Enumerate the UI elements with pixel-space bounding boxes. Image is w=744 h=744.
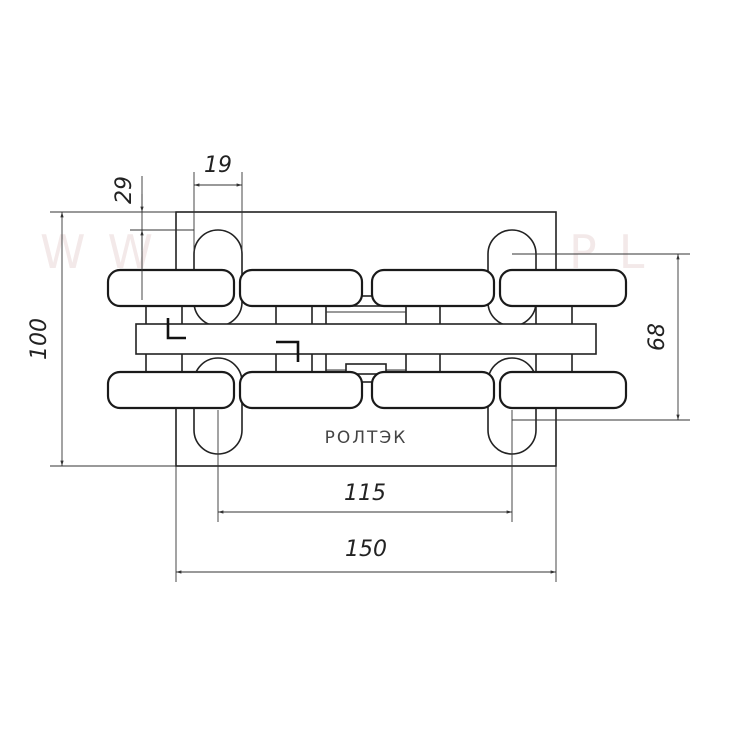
wheel xyxy=(370,268,496,308)
wheels-top-row xyxy=(106,268,628,308)
dimension-plate-height: 100 xyxy=(27,211,176,467)
dimension-hole-spacing-vertical: 68 xyxy=(512,253,690,421)
dimension-label-hole-spacing-horizontal: 115 xyxy=(344,481,386,506)
wheel xyxy=(238,268,364,308)
central-shaft xyxy=(135,323,597,355)
shaft-mark-right xyxy=(276,340,300,362)
shaft-mark-left xyxy=(166,318,186,340)
dimension-label-slot-offset: 29 xyxy=(112,176,137,204)
hub-cap-bottom xyxy=(345,363,387,375)
wheel xyxy=(238,370,364,410)
dimension-label-plate-width: 150 xyxy=(345,537,387,562)
dimension-label-hole-spacing-vertical: 68 xyxy=(645,323,670,351)
dimension-slot-width: 19 xyxy=(193,153,243,252)
wheel xyxy=(498,370,628,410)
dimension-label-plate-height: 100 xyxy=(27,318,52,360)
dimension-label-slot-width: 19 xyxy=(204,153,232,178)
wheels-bottom-row xyxy=(106,370,628,410)
dimension-hole-spacing-horizontal: 115 xyxy=(217,410,513,522)
dimension-plate-width: 150 xyxy=(175,466,557,582)
wheel xyxy=(106,370,236,410)
brand-label: РОЛТЭК xyxy=(325,428,408,448)
wheel xyxy=(106,268,236,308)
wheel xyxy=(498,268,628,308)
dimension-slot-offset: 29 xyxy=(112,176,194,300)
wheel xyxy=(370,370,496,410)
